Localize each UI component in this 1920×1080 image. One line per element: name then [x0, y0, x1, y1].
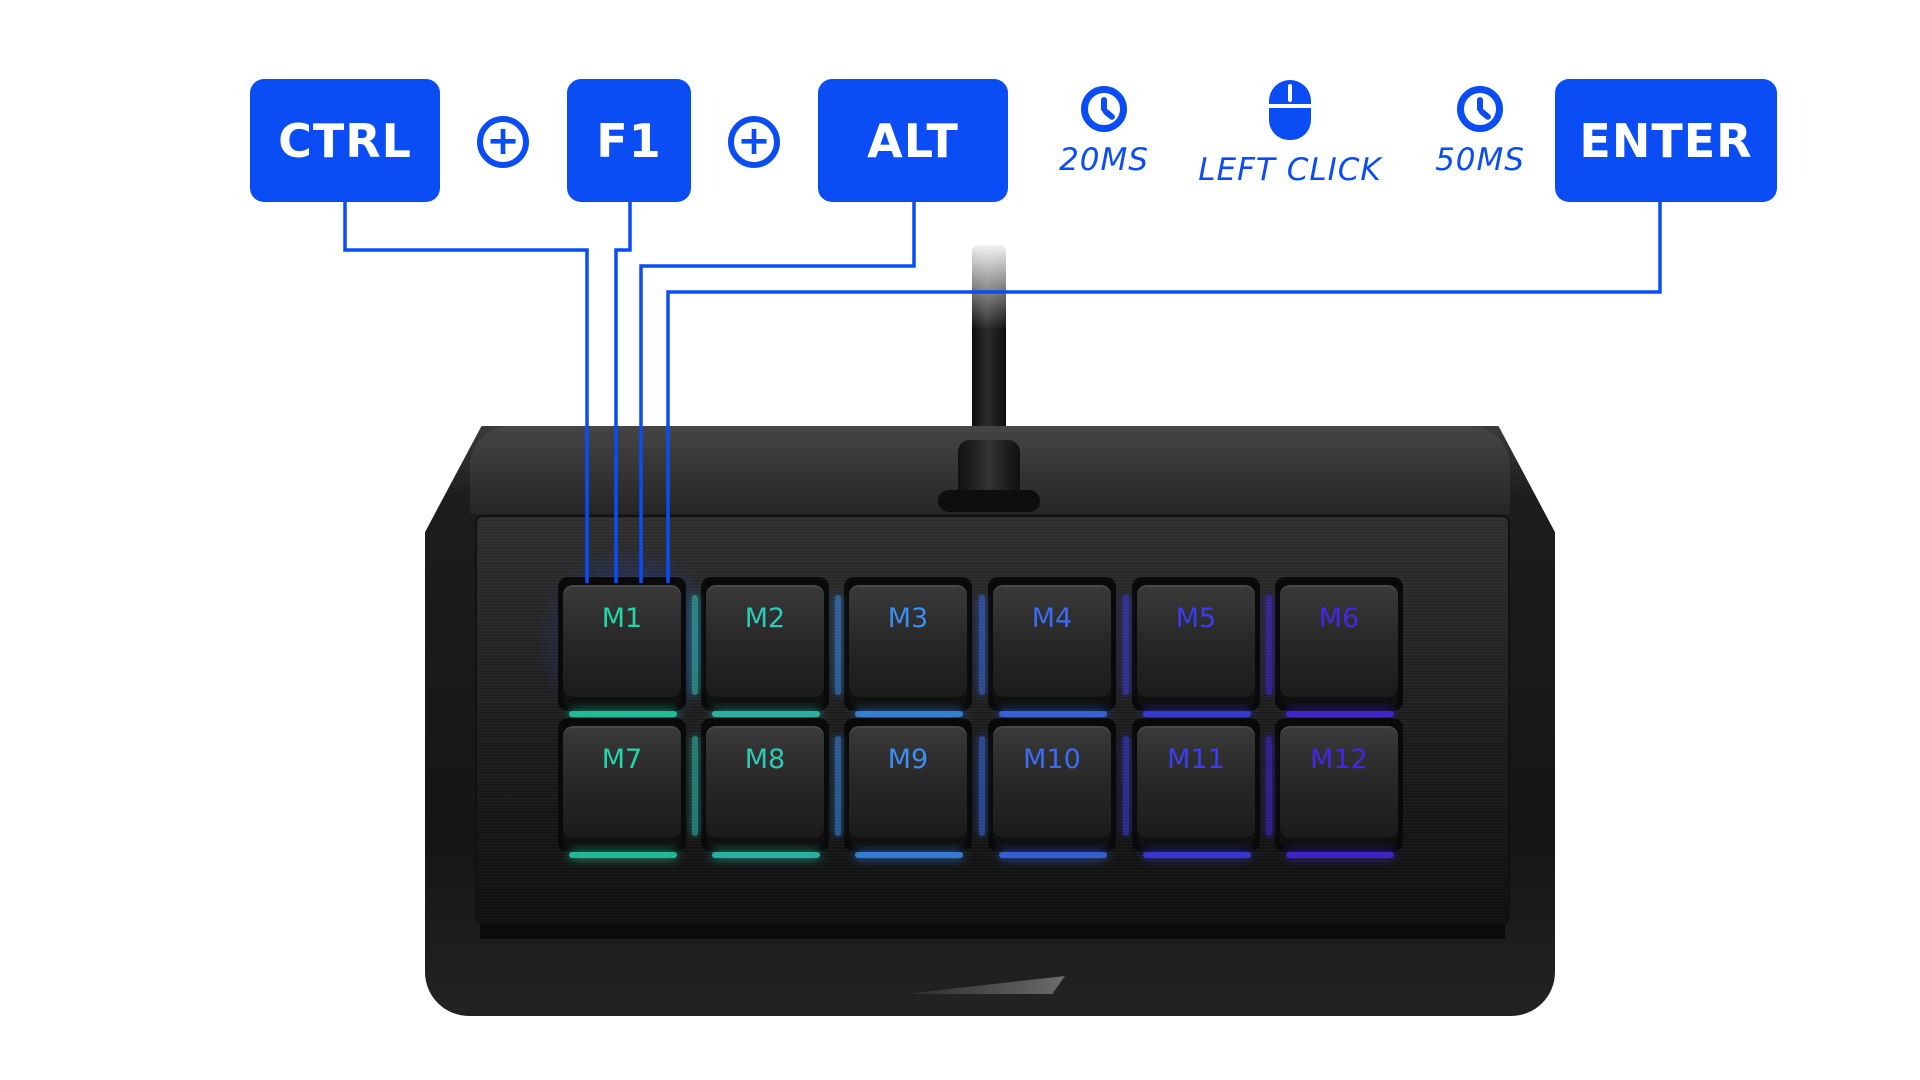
macro-key-enter-label: ENTER [1579, 113, 1753, 168]
keycap-m4[interactable]: M4 [993, 585, 1111, 697]
rgb-glow-seam [1286, 852, 1394, 858]
macro-key-f1: F1 [567, 79, 691, 202]
rgb-glow-seam [1123, 736, 1129, 836]
rgb-glow-seam [692, 595, 698, 695]
rgb-glow-seam [712, 852, 820, 858]
rgb-glow-seam [979, 736, 985, 836]
rgb-glow-seam [1266, 595, 1272, 695]
keycap-m3[interactable]: M3 [849, 585, 967, 697]
delay-step-50ms: 50MS [1428, 86, 1532, 178]
mouse-action-label: LEFT CLICK [1198, 152, 1382, 188]
keycap-m7[interactable]: M7 [563, 726, 681, 838]
rgb-glow-seam [1143, 711, 1251, 717]
keycap-m8[interactable]: M8 [706, 726, 824, 838]
clock-icon [1457, 86, 1503, 132]
rgb-glow-seam [569, 852, 677, 858]
plus-icon: + [477, 116, 529, 168]
mouse-step-left-click: LEFT CLICK [1195, 80, 1385, 188]
rgb-glow-seam [712, 711, 820, 717]
clock-icon [1081, 86, 1127, 132]
macro-key-ctrl: CTRL [250, 79, 440, 202]
rgb-glow-seam [835, 595, 841, 695]
keycap-m12[interactable]: M12 [1280, 726, 1398, 838]
delay-label: 50MS [1435, 142, 1525, 178]
rgb-glow-seam [835, 736, 841, 836]
macro-key-alt-label: ALT [867, 113, 959, 168]
delay-step-20ms: 20MS [1052, 86, 1156, 178]
rgb-glow-seam [999, 852, 1107, 858]
cable-plug [938, 490, 1040, 512]
rgb-glow-seam [855, 852, 963, 858]
cable-fade [968, 240, 1010, 330]
rgb-glow-seam [1286, 711, 1394, 717]
delay-label: 20MS [1059, 142, 1149, 178]
macro-key-ctrl-label: CTRL [278, 113, 412, 168]
rgb-glow-seam [1123, 595, 1129, 695]
rgb-glow-seam [569, 711, 677, 717]
rgb-glow-seam [999, 711, 1107, 717]
macro-key-enter: ENTER [1555, 79, 1777, 202]
mouse-icon [1269, 80, 1311, 140]
keycap-m9[interactable]: M9 [849, 726, 967, 838]
plus-icon: + [728, 116, 780, 168]
macro-key-alt: ALT [818, 79, 1008, 202]
keycap-m1[interactable]: M1 [563, 585, 681, 697]
rgb-glow-seam [1143, 852, 1251, 858]
rgb-glow-seam [979, 595, 985, 695]
keycap-m6[interactable]: M6 [1280, 585, 1398, 697]
rgb-glow-seam [1266, 736, 1272, 836]
front-lip [480, 925, 1505, 939]
rgb-glow-seam [692, 736, 698, 836]
keycap-m2[interactable]: M2 [706, 585, 824, 697]
macro-key-f1-label: F1 [596, 113, 662, 168]
rgb-glow-seam [855, 711, 963, 717]
keycap-m10[interactable]: M10 [993, 726, 1111, 838]
keycap-m5[interactable]: M5 [1137, 585, 1255, 697]
keycap-m11[interactable]: M11 [1137, 726, 1255, 838]
